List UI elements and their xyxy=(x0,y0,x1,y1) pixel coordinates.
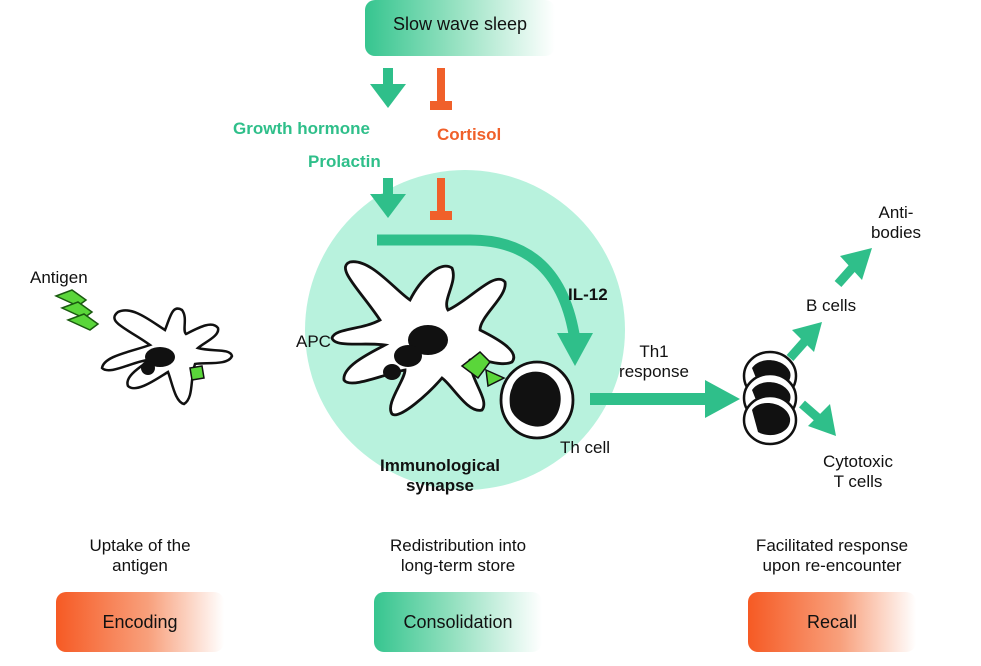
b-cells-arrow xyxy=(786,322,822,361)
prolactin-arrow xyxy=(370,178,406,218)
growth-hormone-label: Growth hormone xyxy=(233,119,370,138)
recall-desc-line-1: Facilitated response xyxy=(755,536,909,555)
apc-label: APC xyxy=(296,332,331,351)
antibodies-label: Anti- bodies xyxy=(871,203,921,242)
encoding-description: Uptake of the antigen xyxy=(89,536,190,575)
th1-response-arrow-head xyxy=(705,380,740,418)
th1-line-1: Th1 xyxy=(639,342,669,361)
cortisol-inhibition-bottom xyxy=(430,178,452,220)
prolactin-label: Prolactin xyxy=(308,152,381,171)
consolidation-pill: Consolidation xyxy=(374,592,542,652)
th1-response-label: Th1 response xyxy=(619,342,689,381)
consolidation-desc-line-1: Redistribution into xyxy=(389,536,527,555)
cytotoxic-line-1: Cytotoxic xyxy=(823,452,893,471)
slow-wave-sleep-label: Slow wave sleep xyxy=(392,14,528,34)
encoding-desc-line-2: antigen xyxy=(112,555,168,575)
antibodies-line-1: Anti- xyxy=(878,203,914,222)
th1-line-2: response xyxy=(619,361,689,381)
th1-response-arrow xyxy=(590,393,710,405)
cortisol-label: Cortisol xyxy=(437,125,502,144)
cytotoxic-line-2: T cells xyxy=(833,471,883,491)
antigen-label: Antigen xyxy=(30,268,88,287)
cytotoxic-arrow xyxy=(799,400,836,436)
th-cell-label: Th cell xyxy=(560,438,611,457)
recall-pill: Recall xyxy=(748,592,916,652)
recall-label: Recall xyxy=(806,611,858,632)
consolidation-description: Redistribution into long-term store xyxy=(390,536,526,575)
encoding-label: Encoding xyxy=(102,611,178,632)
growth-hormone-arrow xyxy=(370,68,406,108)
recall-cell-stack xyxy=(742,350,798,446)
slow-wave-sleep-pill xyxy=(365,0,555,56)
encoding-desc-line-1: Uptake of the xyxy=(89,536,191,555)
encoding-pill: Encoding xyxy=(56,592,224,652)
recall-description: Facilitated response upon re-encounter xyxy=(756,536,908,575)
recall-desc-line-2: upon re-encounter xyxy=(762,555,902,575)
synapse-line-2: synapse xyxy=(405,475,475,495)
immunological-synapse-label: Immunological synapse xyxy=(380,456,500,495)
il12-arrow-head xyxy=(557,333,593,366)
cortisol-inhibition-top xyxy=(430,68,452,110)
consolidation-desc-line-2: long-term store xyxy=(400,555,516,575)
th-cell xyxy=(499,360,575,440)
small-apc-cell xyxy=(100,307,234,406)
cytotoxic-t-cells-label: Cytotoxic T cells xyxy=(823,452,893,491)
b-cells-label: B cells xyxy=(806,296,857,315)
il12-label: IL-12 xyxy=(568,285,608,304)
antibodies-arrow xyxy=(834,248,872,287)
consolidation-label: Consolidation xyxy=(403,611,513,632)
antigen-icon xyxy=(54,289,100,331)
large-apc-cell xyxy=(330,260,516,417)
il12-curved-arrow xyxy=(377,234,581,341)
synapse-line-1: Immunological xyxy=(380,456,500,475)
antibodies-line-2: bodies xyxy=(870,222,922,242)
